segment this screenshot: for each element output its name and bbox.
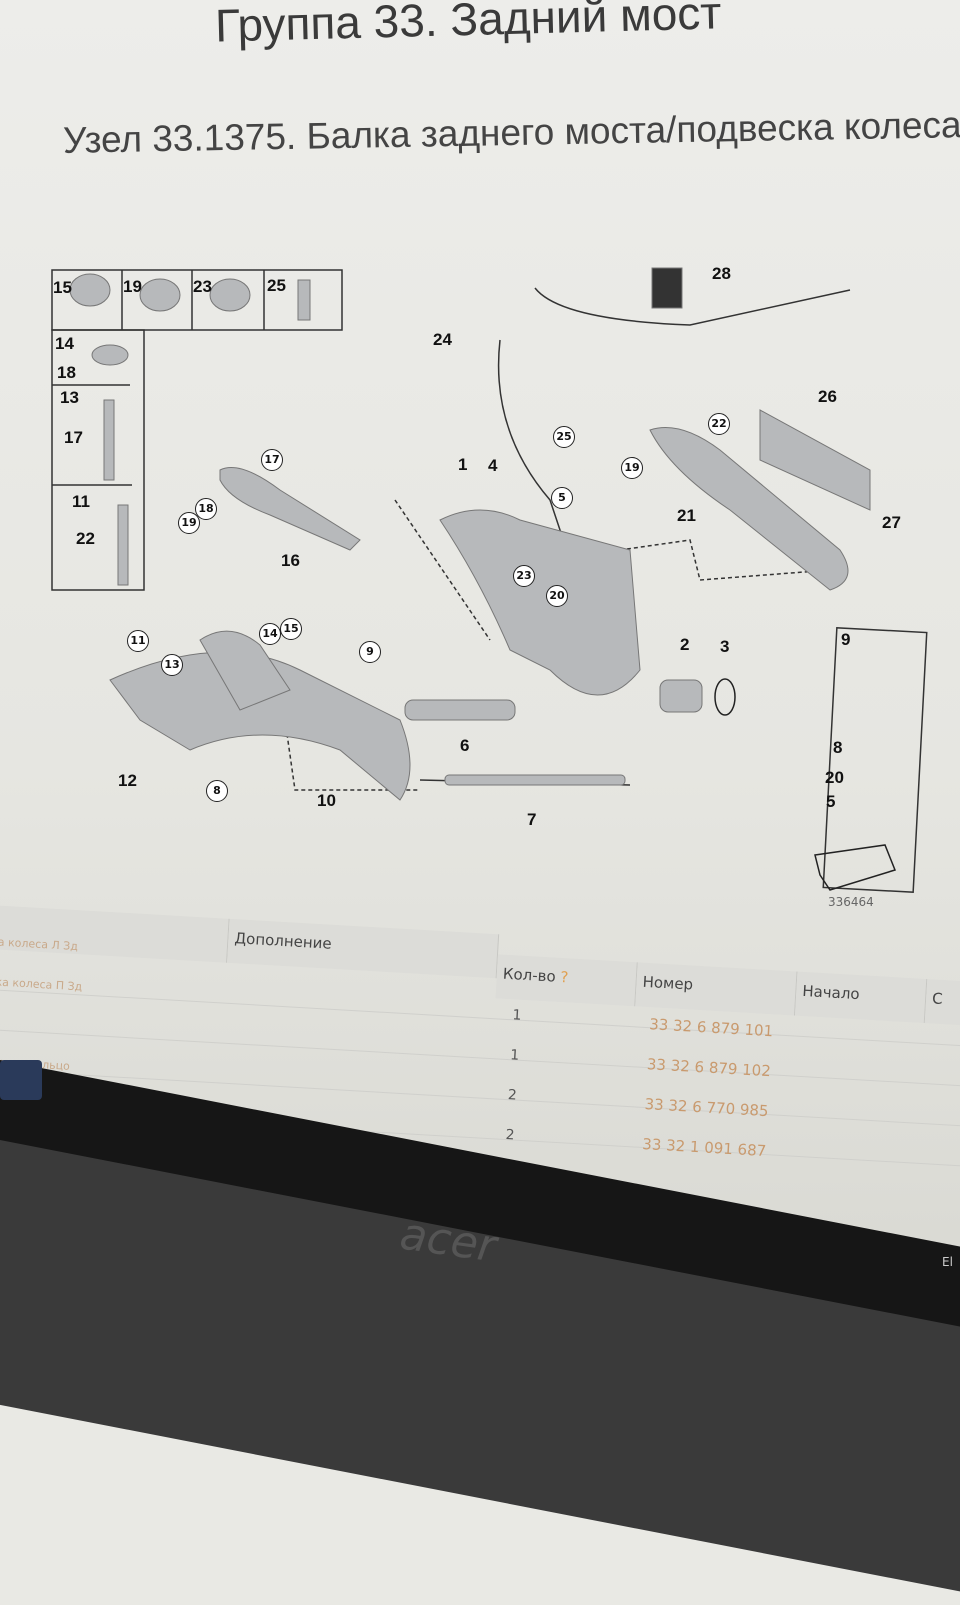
circled-callout-19b: 19 [621, 457, 643, 479]
col-next-header: С [924, 979, 960, 1027]
callout-6: 6 [460, 736, 470, 755]
row-number-link[interactable]: 33 32 1 091 687 [641, 1134, 767, 1161]
row-number-link[interactable]: 33 32 6 879 102 [646, 1055, 772, 1081]
row-qty: 1 [509, 1047, 520, 1064]
inset-label-22: 22 [76, 529, 95, 548]
inset-label-25: 25 [267, 276, 286, 295]
callout-16: 16 [281, 551, 300, 570]
circled-callout-5: 5 [551, 487, 573, 509]
circled-callout-13: 13 [161, 654, 183, 676]
callout-26: 26 [818, 387, 837, 406]
callout-3: 3 [720, 637, 730, 656]
inset-label-17: 17 [64, 428, 83, 447]
callout-10: 10 [317, 791, 336, 810]
inset-label-5: 5 [826, 792, 836, 811]
row-qty: 1 [512, 1007, 522, 1024]
diagram-drawing [51, 267, 928, 893]
parts-diagram: 28 24 26 1 4 21 27 16 2 3 6 12 10 7 17 1… [40, 250, 960, 920]
inset-box-nuts [51, 269, 343, 331]
col-addition-header: Дополнение [227, 918, 500, 979]
qty-help-icon[interactable]: ? [559, 967, 569, 987]
row-qty: 2 [505, 1127, 515, 1144]
inset-label-8: 8 [833, 738, 843, 757]
diagram-code: 336464 [828, 895, 874, 909]
circled-callout-14: 14 [259, 623, 281, 645]
callout-7: 7 [527, 810, 537, 829]
inset-label-18: 18 [57, 363, 76, 382]
callout-12: 12 [118, 771, 137, 790]
callout-24: 24 [433, 330, 452, 349]
circled-callout-18: 18 [195, 498, 217, 520]
assembly-title: Узел 33.1375. Балка заднего моста/подвес… [62, 104, 960, 161]
col-qty-header: Кол-во ? [495, 954, 638, 1007]
callout-27: 27 [882, 513, 901, 532]
circled-callout-20: 20 [546, 585, 568, 607]
circled-callout-19: 19 [178, 512, 200, 534]
callout-4: 4 [488, 456, 498, 475]
callout-28: 28 [712, 264, 731, 283]
inset-label-13: 13 [60, 388, 79, 407]
inset-label-15: 15 [53, 278, 72, 297]
taskbar-text: El [942, 1255, 953, 1269]
row-name[interactable]: р [0, 1015, 1, 1028]
col-start-header: Начало [794, 971, 928, 1024]
row-number-link[interactable]: 33 32 6 879 101 [648, 1015, 774, 1041]
callout-21: 21 [677, 506, 696, 525]
screen: Группа 33. Задний мост Узел 33.1375. Бал… [0, 0, 960, 1280]
callout-2: 2 [680, 635, 690, 654]
taskbar-app-icon[interactable] [0, 1060, 42, 1100]
circled-callout-9: 9 [359, 641, 381, 663]
page-title: Группа 33. Задний мост [214, 0, 722, 52]
circled-callout-15: 15 [280, 618, 302, 640]
circled-callout-23: 23 [513, 565, 535, 587]
row-number-link[interactable]: 33 32 6 770 985 [644, 1095, 770, 1121]
inset-box-right [822, 627, 928, 893]
row-qty: 2 [507, 1087, 518, 1104]
circled-callout-22: 22 [708, 413, 730, 435]
circled-callout-25: 25 [553, 426, 575, 448]
inset-label-9: 9 [841, 630, 851, 649]
inset-label-19: 19 [123, 277, 142, 296]
circled-callout-11: 11 [127, 630, 149, 652]
inset-label-23: 23 [193, 277, 212, 296]
callout-1: 1 [458, 455, 468, 474]
col-number-header: Номер [635, 962, 798, 1016]
circled-callout-17: 17 [261, 449, 283, 471]
qty-header-label: Кол-во [502, 964, 557, 986]
inset-label-14: 14 [55, 334, 74, 353]
inset-box-bolts [51, 329, 145, 591]
inset-label-20: 20 [825, 768, 844, 787]
inset-label-11: 11 [72, 492, 90, 511]
circled-callout-8: 8 [206, 780, 228, 802]
